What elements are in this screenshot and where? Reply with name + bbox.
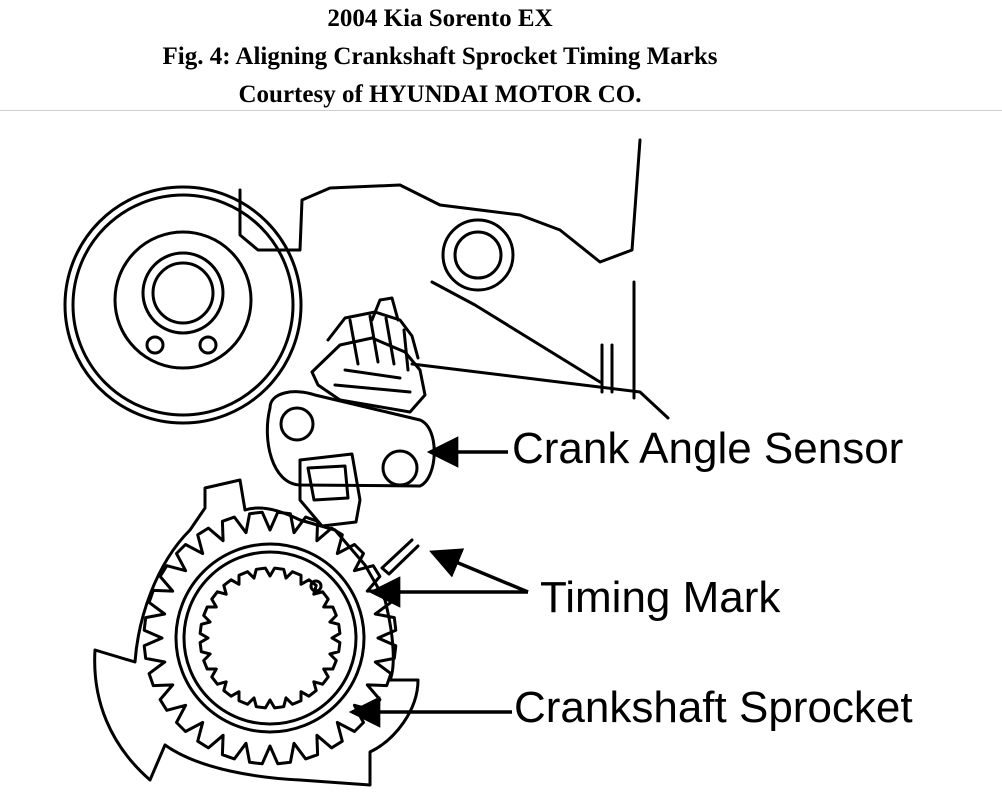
pulley <box>63 185 303 425</box>
idler-boss <box>441 218 515 292</box>
timing-mark-dash <box>380 538 420 576</box>
label-timing-mark: Timing Mark <box>540 573 781 622</box>
figure-caption: Fig. 4: Aligning Crankshaft Sprocket Tim… <box>162 43 718 70</box>
vehicle-title: 2004 Kia Sorento EX <box>327 5 553 32</box>
crankshaft-sprocket <box>142 510 398 766</box>
engine-block-lower <box>430 280 602 384</box>
figure-credit: Courtesy of HYUNDAI MOTOR CO. <box>238 81 642 108</box>
engine-block-outline <box>238 138 642 264</box>
crank-angle-sensor <box>265 296 670 528</box>
label-crankshaft-sprocket: Crankshaft Sprocket <box>514 683 913 732</box>
header-divider <box>0 110 1002 111</box>
engine-block-rib <box>600 343 614 394</box>
timing-plate <box>93 478 420 787</box>
timing-mark-arrow-upper <box>429 548 529 594</box>
figure-header: 2004 Kia Sorento EX Fig. 4: Aligning Cra… <box>0 0 880 110</box>
label-crank-angle-sensor: Crank Angle Sensor <box>512 424 903 473</box>
